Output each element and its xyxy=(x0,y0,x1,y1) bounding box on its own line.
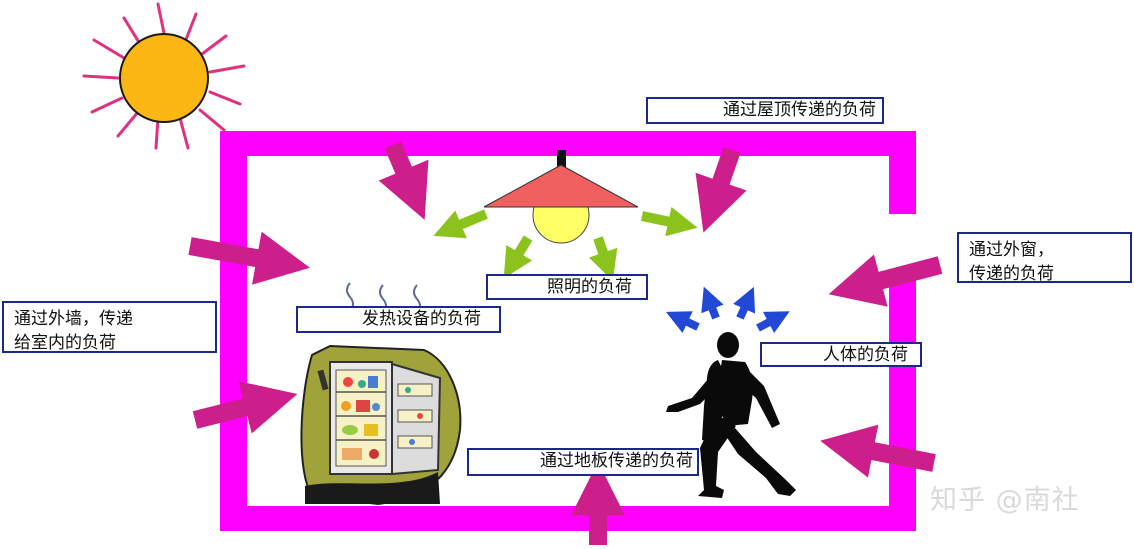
wall-load-label-line2: 给室内的负荷 xyxy=(14,333,116,353)
person-arrow-mid-left xyxy=(701,286,724,320)
light-arrow-down-right xyxy=(588,236,618,282)
person-arrow-left xyxy=(665,311,700,333)
lighting-arrows xyxy=(433,206,698,282)
lighting-load-label: 照明的负荷 xyxy=(486,274,648,300)
person-load-label: 人体的负荷 xyxy=(760,342,922,367)
lamp-icon xyxy=(483,150,639,244)
light-arrow-right xyxy=(640,206,698,237)
sun-icon xyxy=(82,2,246,150)
roof-arrow-right xyxy=(695,147,747,233)
building-wall xyxy=(220,131,916,531)
roof-arrow-left xyxy=(378,141,429,220)
wall-arrow-lower xyxy=(192,381,298,434)
roof-load-label: 通过屋顶传递的负荷 xyxy=(646,97,884,124)
equipment-load-label: 发热设备的负荷 xyxy=(296,306,501,333)
heat-arrows xyxy=(188,141,943,545)
window-load-label: 通过外窗， 传递的负荷 xyxy=(957,232,1132,284)
floor-load-label: 通过地板传递的负荷 xyxy=(467,448,699,476)
person-arrows xyxy=(665,286,790,334)
person-arrow-right xyxy=(756,311,790,334)
window-arrow-lower xyxy=(820,424,936,478)
person-arrow-mid-right xyxy=(733,286,756,320)
wall-load-label-line1: 通过外墙，传递 xyxy=(14,309,133,329)
walking-person-icon xyxy=(666,332,796,498)
light-arrow-left xyxy=(433,209,488,239)
wall-load-label: 通过外墙，传递 给室内的负荷 xyxy=(2,301,217,353)
refrigerator-icon xyxy=(300,344,462,506)
light-arrow-down-left xyxy=(503,235,533,279)
window-load-label-line1: 通过外窗， xyxy=(969,240,1054,260)
watermark: 知乎 @南社 xyxy=(930,485,1080,516)
window-arrow-upper xyxy=(828,254,943,307)
wall-arrow-upper xyxy=(188,231,310,285)
window-load-label-line2: 传递的负荷 xyxy=(969,264,1054,284)
